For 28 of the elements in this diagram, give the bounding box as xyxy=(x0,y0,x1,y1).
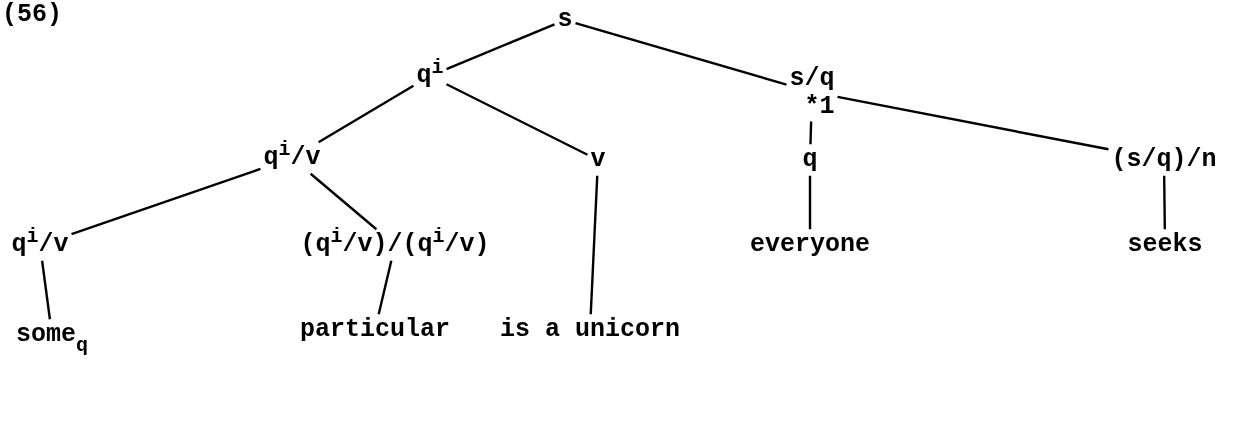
tree-branch xyxy=(809,121,813,145)
category-label: (q$^{i}$/v)/(q$^{i}$/v) xyxy=(297,229,493,261)
tree-branch xyxy=(317,84,415,144)
category-label: q$^{i}$/v xyxy=(8,229,72,261)
tree-branch xyxy=(446,23,555,71)
category-label: q$^{i}$ xyxy=(413,60,447,92)
tree-branch xyxy=(575,21,787,86)
tree-branch xyxy=(377,260,393,315)
category-label: v xyxy=(587,144,609,176)
example-number: (56) xyxy=(2,0,62,29)
tree-branch xyxy=(808,175,812,230)
category-label: everyone xyxy=(747,229,873,261)
category-label: q$^{i}$/v xyxy=(260,142,324,174)
tree-branch xyxy=(309,172,378,231)
tree-branch xyxy=(71,167,261,236)
category-label: q xyxy=(799,144,821,176)
index-mark: *1 xyxy=(803,92,835,120)
category-label: seeks xyxy=(1124,229,1206,261)
tree-branch xyxy=(446,83,589,156)
tree-branch xyxy=(837,95,1109,151)
category-label: particular xyxy=(297,314,453,346)
tree-branch xyxy=(1163,175,1166,230)
tree-branch xyxy=(589,175,599,315)
tree-branch xyxy=(40,260,52,320)
category-label: (s/q)/n xyxy=(1108,144,1220,176)
category-label: s/q xyxy=(789,64,835,92)
category-label: is a unicorn xyxy=(497,314,683,346)
category-label: s xyxy=(554,4,576,36)
